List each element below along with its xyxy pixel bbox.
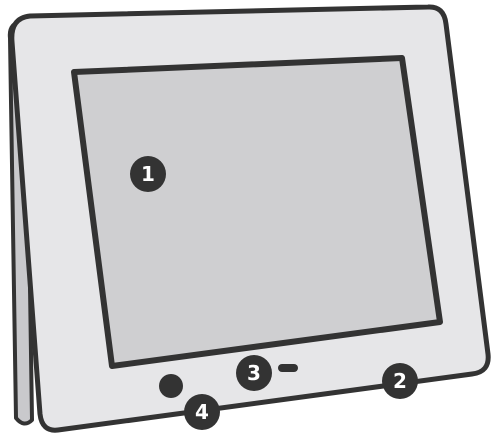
callout-1-label: 1 [141,162,155,186]
callout-2-badge: 2 [382,363,418,399]
callout-3-badge: 3 [236,355,272,391]
callout-2-label: 2 [393,369,407,393]
callout-1-badge: 1 [130,156,166,192]
callout-4-label: 4 [195,400,209,424]
screen-panel [71,55,443,369]
callout-4-badge: 4 [184,394,220,430]
callout-3-label: 3 [247,361,261,385]
power-button [159,374,183,398]
sensor-slot [278,364,298,372]
